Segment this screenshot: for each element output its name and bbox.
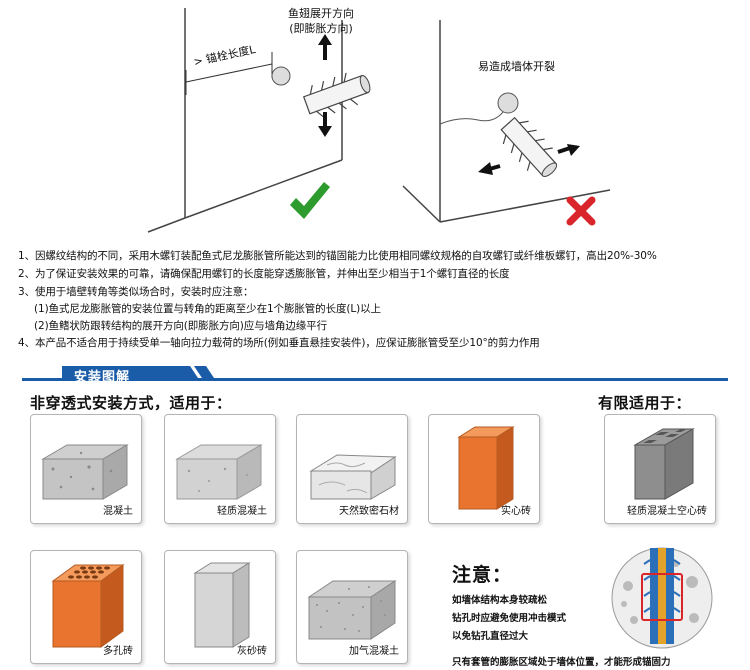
hollow-block-icon: [633, 428, 695, 500]
crack-label: 易造成墙体开裂: [478, 60, 555, 73]
direction-label-line1: 鱼翅展开方向: [288, 7, 354, 20]
material-label: 加气混凝土: [349, 646, 399, 657]
material-card-hollow-block: 轻质混凝土空心砖: [604, 414, 716, 524]
note-2: 2、为了保证安装效果的可靠，请确保配用螺钉的长度能穿透膨胀管，并伸出至少相当于1…: [18, 268, 510, 280]
warning-line-2: 钻孔时应避免使用冲击模式: [452, 613, 567, 624]
warning-line-4: 只有套管的膨胀区域处于墙体位置，才能形成锚固力: [452, 657, 671, 668]
warning-title: 注意：: [452, 564, 513, 586]
direction-label: 鱼翅展开方向 (即膨胀方向): [288, 6, 354, 36]
material-label: 轻质混凝土空心砖: [627, 506, 707, 517]
material-label: 轻质混凝土: [217, 506, 267, 517]
note-3-1: (1)鱼式尼龙膨胀管的安装位置与转角的距离至少在1个膨胀管的长度(L)以上: [34, 303, 381, 315]
material-label: 混凝土: [103, 506, 133, 517]
installation-diagrams: [147, 8, 611, 233]
cross-icon: [566, 196, 596, 226]
warning-line-3: 以免钻孔直径过大: [452, 631, 529, 642]
material-card-solid-brick: 实心砖: [428, 414, 540, 524]
direction-label-line2: (即膨胀方向): [289, 22, 353, 35]
material-card-lightweight-concrete: 轻质混凝土: [164, 414, 276, 524]
check-icon: [290, 182, 330, 219]
material-label: 灰砂砖: [237, 646, 267, 657]
material-card-perforated-brick: 多孔砖: [30, 550, 142, 664]
warning-line-1: 如墙体结构本身较疏松: [452, 595, 548, 606]
material-card-concrete: 混凝土: [30, 414, 142, 524]
material-label: 天然致密石材: [339, 506, 399, 517]
material-label: 实心砖: [501, 506, 531, 517]
left-heading: 非穿透式安装方式，适用于：: [30, 394, 232, 412]
note-3: 3、使用于墙壁转角等类似场合时，安装时应注意：: [18, 286, 254, 298]
note-4: 4、本产品不适合用于持续受单一轴向拉力载荷的场所(例如垂直悬挂安装件)，应保证膨…: [18, 337, 540, 349]
right-heading: 有限适用于：: [598, 394, 692, 412]
note-3-2: (2)鱼鳍状防跟转结构的展开方向(即膨胀方向)应与墙角边缘平行: [34, 320, 327, 332]
incorrect-install-diagram: [402, 20, 611, 226]
loose-wall-anchor-diagram: [611, 547, 713, 649]
lightweight-concrete-block-icon: [175, 444, 263, 500]
perforated-brick-icon: [51, 564, 125, 648]
aerated-concrete-icon: [307, 580, 397, 640]
material-label: 多孔砖: [103, 646, 133, 657]
concrete-block-icon: [41, 444, 129, 500]
material-card-natural-stone: 天然致密石材: [296, 414, 408, 524]
section-bar: [22, 366, 728, 381]
correct-install-diagram: [147, 8, 371, 233]
section-title: 安装图解: [74, 370, 131, 385]
material-card-sand-lime-brick: 灰砂砖: [164, 550, 276, 664]
note-1: 1、因螺纹结构的不同，采用木螺钉装配鱼式尼龙膨胀管所能达到的锚固能力比使用相同螺…: [18, 250, 657, 262]
material-card-aerated-concrete: 加气混凝土: [296, 550, 408, 664]
natural-stone-icon: [309, 454, 397, 500]
sand-lime-brick-icon: [193, 562, 251, 648]
solid-brick-icon: [457, 426, 515, 510]
